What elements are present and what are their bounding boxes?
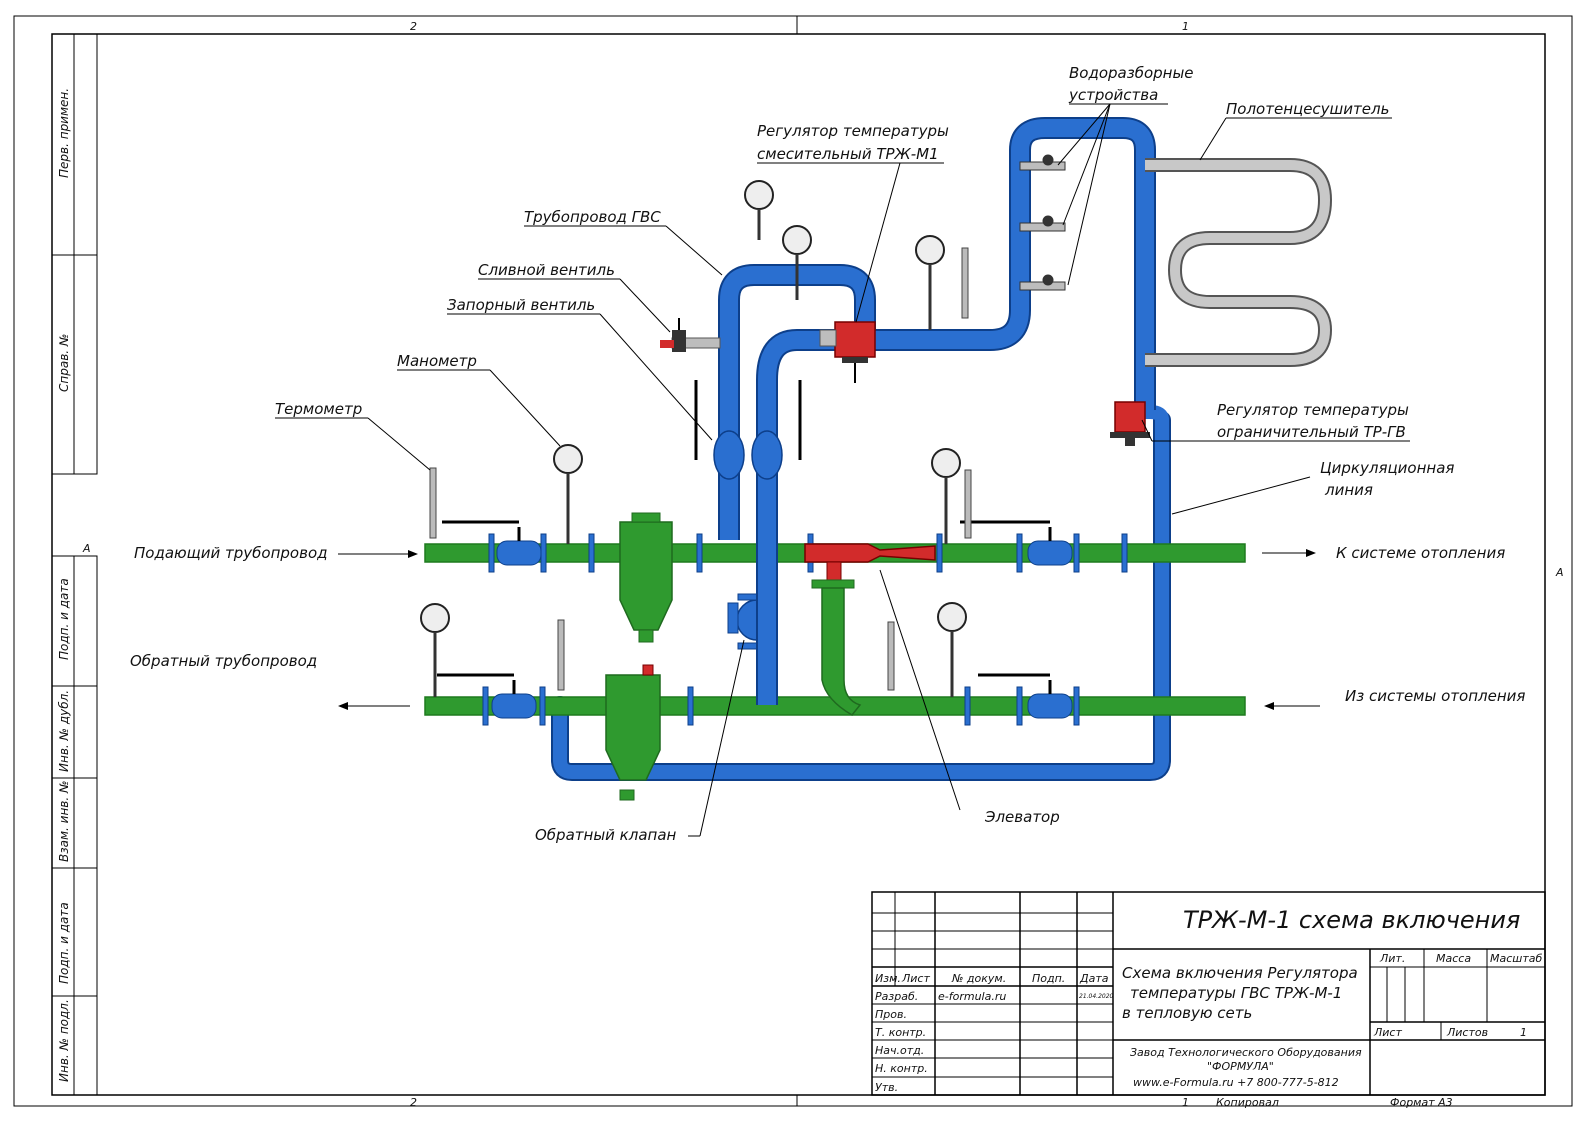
circulation-pipe bbox=[553, 413, 1169, 779]
water-tap-icon bbox=[1019, 154, 1066, 291]
side-podp2: Подп. и дата bbox=[57, 902, 71, 984]
callout-labels: Водоразборные устройства Полотенцесушите… bbox=[130, 64, 1525, 844]
label-obratnyy: Обратный трубопровод bbox=[130, 652, 317, 670]
tb-row-nachotd: Нач.отд. bbox=[875, 1044, 924, 1057]
strainer-supply-icon bbox=[619, 512, 673, 643]
tb-company-3: www.e-Formula.ru +7 800-777-5-812 bbox=[1133, 1076, 1339, 1089]
tb-title: ТРЖ-М-1 схема включения bbox=[1183, 906, 1520, 934]
tb-col-data: Дата bbox=[1079, 972, 1109, 985]
side-inv-dubl: Инв. № дубл. bbox=[57, 690, 71, 772]
zone-top-right: 1 bbox=[1182, 20, 1189, 33]
side-vzam: Взам. инв. № bbox=[57, 781, 71, 862]
label-cirk-2: линия bbox=[1324, 481, 1373, 499]
piping-scheme bbox=[420, 117, 1333, 801]
side-perv: Перв. примен. bbox=[57, 88, 71, 178]
elevator-icon bbox=[804, 543, 936, 716]
tb-desc-2: температуры ГВС ТРЖ-М-1 bbox=[1130, 984, 1342, 1002]
zone-bottom-left: 2 bbox=[410, 1096, 417, 1109]
label-reg-ogr-2: ограничительный ТР-ГВ bbox=[1217, 423, 1406, 441]
ball-valve-return-left-icon bbox=[437, 673, 537, 719]
tb-row-utv: Утв. bbox=[875, 1081, 898, 1094]
strainer-return-icon bbox=[605, 664, 661, 801]
zone-side-right: A bbox=[1555, 566, 1564, 579]
tb-col-izm: Изм. bbox=[875, 972, 901, 985]
tb-row-tkontr: Т. контр. bbox=[875, 1026, 926, 1039]
gvs-riser-left bbox=[720, 266, 874, 540]
label-vodorazbor-1: Водоразборные bbox=[1069, 64, 1194, 82]
tb-kopiroval: Копировал bbox=[1216, 1096, 1279, 1109]
label-reg-ogr-1: Регулятор температуры bbox=[1217, 401, 1409, 419]
tb-row-nkontr: Н. контр. bbox=[875, 1062, 928, 1075]
label-k-sisteme: К системе отопления bbox=[1336, 544, 1505, 562]
manometer-icon bbox=[420, 180, 967, 633]
label-manometr: Манометр bbox=[397, 352, 477, 370]
drain-valve-icon bbox=[660, 318, 721, 352]
label-reg-smes-2: смесительный ТРЖ-М1 bbox=[757, 145, 939, 163]
tb-desc-1: Схема включения Регулятора bbox=[1122, 964, 1358, 982]
tb-format: Формат А3 bbox=[1390, 1096, 1453, 1109]
label-cirk-1: Циркуляционная bbox=[1320, 459, 1454, 477]
label-iz-sistemy: Из системы отопления bbox=[1345, 687, 1525, 705]
thermometer-icon bbox=[429, 247, 972, 691]
mixing-regulator-icon bbox=[819, 321, 876, 383]
tb-row-prov: Пров. bbox=[875, 1008, 907, 1021]
tb-company-1: Завод Технологического Оборудования bbox=[1130, 1046, 1362, 1059]
shutoff-valve-right-icon bbox=[751, 430, 783, 480]
side-inv-podl: Инв. № подл. bbox=[57, 999, 71, 1082]
tb-masshtab: Масштаб bbox=[1490, 952, 1542, 965]
tb-col-list: Лист bbox=[901, 972, 930, 985]
tb-lit: Лит. bbox=[1379, 952, 1405, 965]
label-elevator: Элеватор bbox=[984, 808, 1060, 826]
label-vodorazbor-2: устройства bbox=[1068, 86, 1158, 104]
towel-dryer bbox=[1145, 160, 1331, 365]
ball-valve-supply-right-icon bbox=[960, 520, 1073, 566]
tb-col-podp: Подп. bbox=[1032, 972, 1065, 985]
zone-top-left: 2 bbox=[410, 20, 417, 33]
shutoff-valve-left-icon bbox=[713, 430, 745, 480]
side-sprav: Справ. № bbox=[57, 334, 71, 392]
label-podayushchiy: Подающий трубопровод bbox=[134, 544, 328, 562]
tb-list: Лист bbox=[1373, 1026, 1402, 1039]
zone-side-left: A bbox=[82, 542, 91, 555]
zone-bottom-right: 1 bbox=[1182, 1096, 1189, 1109]
side-podp1: Подп. и дата bbox=[57, 578, 71, 660]
label-termometr: Термометр bbox=[275, 400, 362, 418]
label-obr-klapan: Обратный клапан bbox=[535, 826, 677, 844]
title-block: Изм. Лист № докум. Подп. Дата Разраб. e-… bbox=[871, 891, 1546, 1109]
tb-company-2: "ФОРМУЛА" bbox=[1207, 1060, 1274, 1073]
side-stamp: Перв. примен. Справ. № Подп. и дата Инв.… bbox=[51, 33, 98, 1096]
tb-desc-3: в тепловую сеть bbox=[1122, 1004, 1252, 1022]
label-reg-smes-1: Регулятор температуры bbox=[757, 122, 949, 140]
tb-massa: Масса bbox=[1436, 952, 1471, 965]
ball-valve-supply-left-icon bbox=[442, 520, 542, 566]
ball-valve-return-right-icon bbox=[978, 673, 1073, 719]
tb-razrab-date: 21.04.2020 bbox=[1079, 993, 1114, 1000]
label-polotence: Полотенцесушитель bbox=[1226, 100, 1389, 118]
tb-listov-value: 1 bbox=[1520, 1026, 1527, 1039]
tb-razrab-name: e-formula.ru bbox=[938, 990, 1006, 1003]
drawing-frame: 2 1 2 1 A A bbox=[13, 15, 1573, 1109]
limiting-regulator-icon bbox=[1110, 401, 1150, 446]
label-truboprovod-gvs: Трубопровод ГВС bbox=[524, 208, 661, 226]
tb-listov: Листов bbox=[1446, 1026, 1488, 1039]
label-zapornyy: Запорный вентиль bbox=[447, 296, 595, 314]
label-slivnoy: Сливной вентиль bbox=[478, 261, 615, 279]
tb-row-razrab: Разраб. bbox=[875, 990, 918, 1003]
tb-col-doc: № докум. bbox=[951, 972, 1006, 985]
